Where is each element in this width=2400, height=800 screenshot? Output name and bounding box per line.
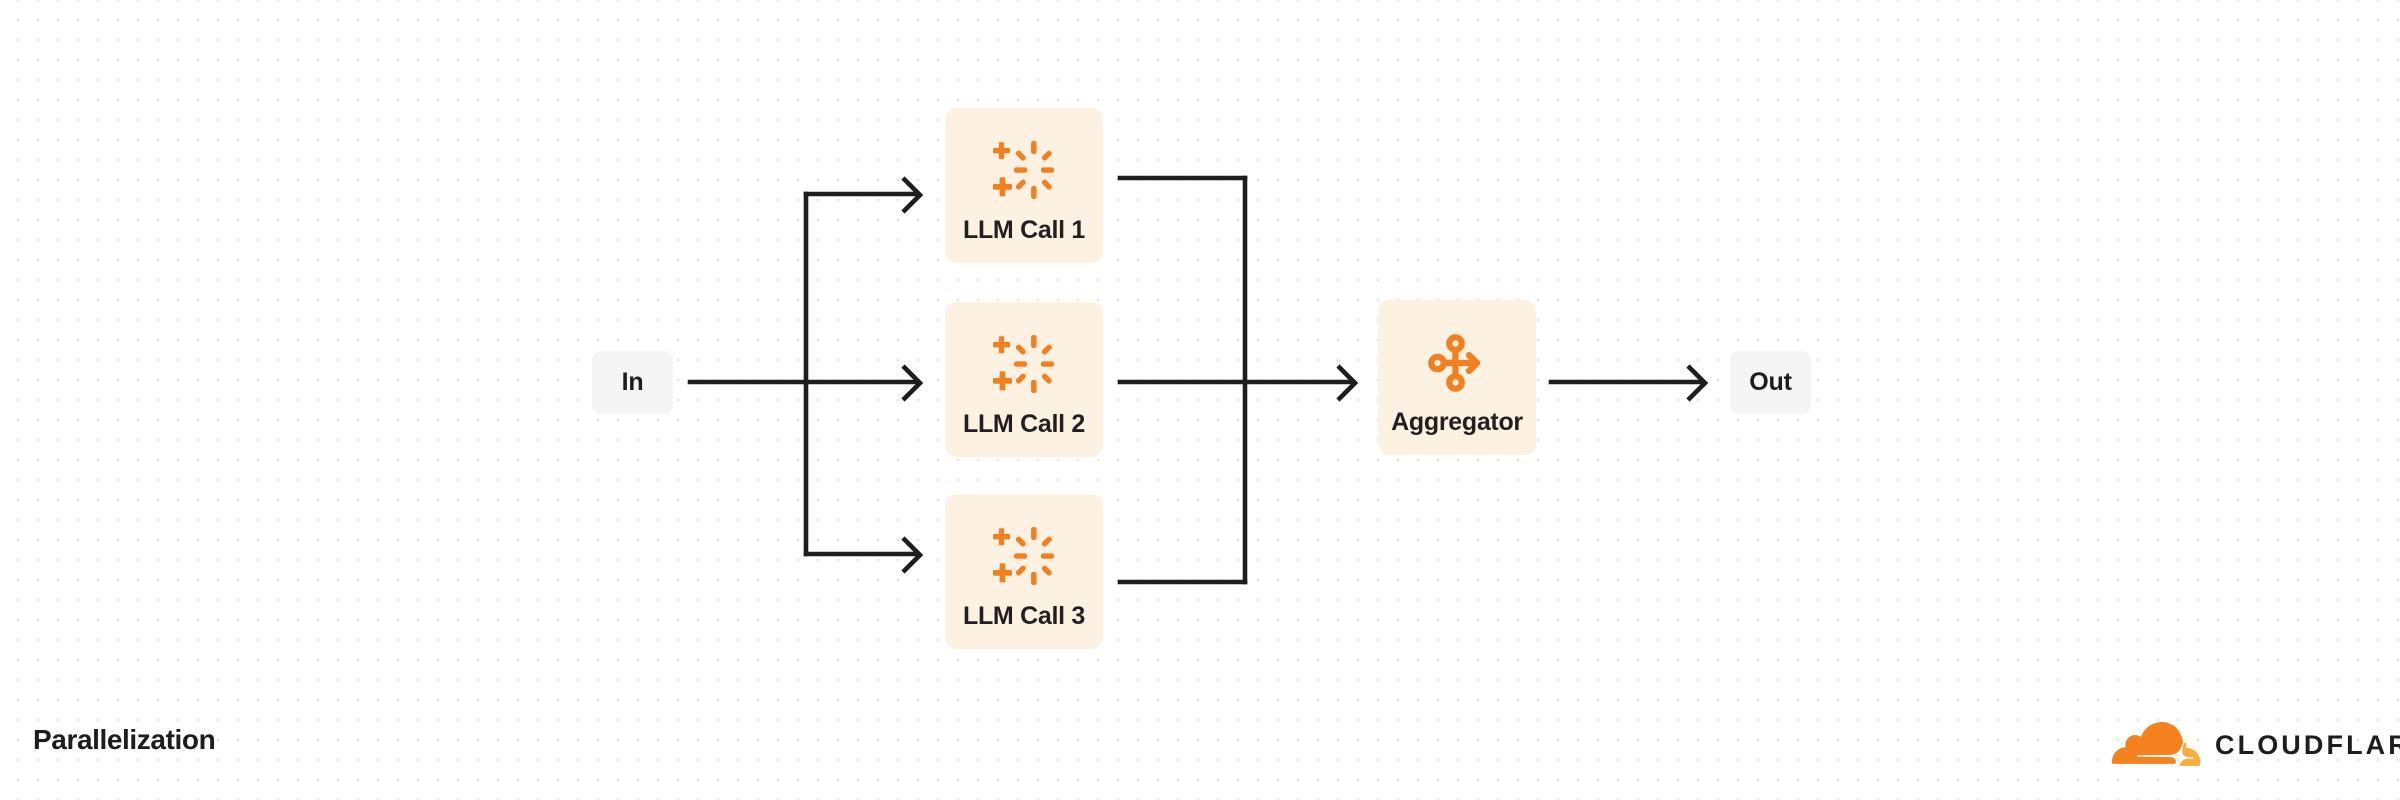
arrowhead-aggregator — [1336, 364, 1359, 402]
node-llm-call-3-label: LLM Call 3 — [962, 602, 1085, 630]
node-llm-call-1[interactable]: LLM Call 1 — [945, 108, 1103, 263]
cloud-secondary — [2179, 742, 2201, 766]
node-aggregator[interactable]: Aggregator — [1378, 300, 1536, 455]
arrowhead-out — [1686, 364, 1709, 402]
arrowhead-llm3 — [901, 536, 924, 574]
arrowhead-llm1 — [901, 176, 924, 214]
merge-arrow-icon — [1420, 326, 1494, 400]
cloudflare-logo: CLOUDFLARE — [2093, 720, 2400, 771]
cloud-primary — [2112, 721, 2184, 764]
node-output-label: Out — [1749, 368, 1792, 396]
node-llm-call-3[interactable]: LLM Call 3 — [945, 494, 1103, 649]
node-input-label: In — [621, 368, 644, 396]
merge-node-left — [1428, 353, 1447, 373]
node-output[interactable]: Out — [1730, 351, 1811, 414]
node-llm-call-1-label: LLM Call 1 — [962, 216, 1085, 244]
node-aggregator-label: Aggregator — [1391, 408, 1523, 436]
arrowhead-llm2 — [901, 364, 924, 402]
ai-sparkle-icon — [987, 328, 1061, 402]
cloudflare-cloud-icon — [2093, 720, 2202, 771]
ai-sparkle-icon — [987, 520, 1061, 594]
diagram-title: Parallelization — [33, 724, 216, 755]
merge-node-bottom — [1446, 373, 1465, 392]
node-llm-call-2-label: LLM Call 2 — [962, 410, 1085, 438]
merge-node-top — [1446, 334, 1465, 353]
node-llm-call-2[interactable]: LLM Call 2 — [945, 302, 1103, 457]
node-input[interactable]: In — [592, 351, 673, 414]
ai-sparkle-icon — [987, 134, 1061, 208]
cloudflare-wordmark: CLOUDFLARE — [2215, 729, 2400, 760]
